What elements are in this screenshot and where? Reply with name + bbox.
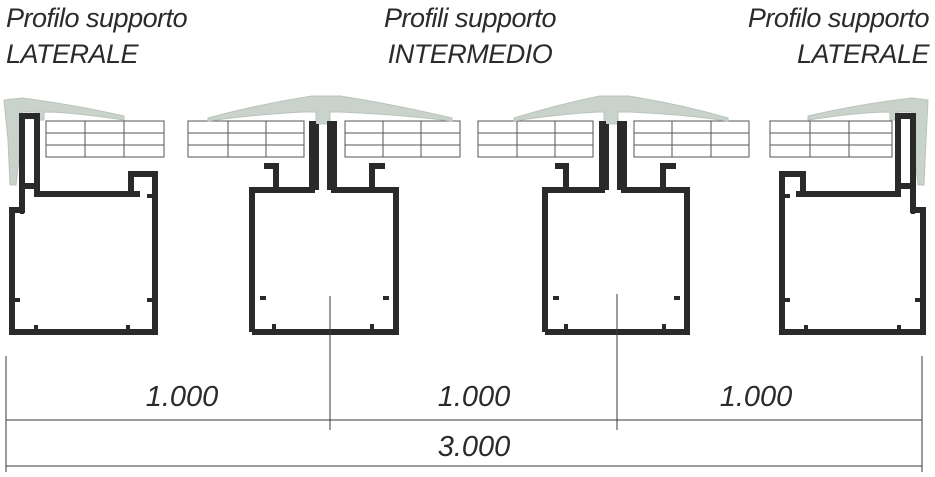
polycarbonate-panel-5 [633, 120, 750, 158]
dimension-total: 3.000 [437, 431, 511, 463]
polycarbonate-panel-1 [45, 120, 165, 158]
label-side-profile-left: Profilo supporto LATERALE [6, 3, 188, 69]
polycarbonate-panel-6 [769, 120, 893, 158]
dimension-span-1: 1.000 [145, 381, 219, 413]
polycarbonate-panel-4 [477, 120, 594, 158]
polycarbonate-panel-3 [344, 120, 461, 158]
label-intermediate-profiles: Profili supporto INTERMEDIO [383, 3, 557, 69]
label-side-profile-right: Profilo supporto LATERALE [747, 3, 930, 69]
dimension-lines [5, 294, 923, 472]
dimension-span-2: 1.000 [437, 381, 511, 413]
intermediate-support-profile-1 [249, 121, 399, 335]
cover-cap-left [3, 97, 125, 186]
side-support-profile-left [9, 113, 158, 335]
side-support-profile-right [779, 113, 926, 335]
cover-cap-middle-2 [513, 95, 729, 125]
intermediate-support-profile-2 [542, 121, 690, 335]
cover-cap-middle-1 [207, 95, 453, 125]
polycarbonate-panel-2 [187, 120, 305, 158]
dimension-span-3: 1.000 [719, 381, 793, 413]
